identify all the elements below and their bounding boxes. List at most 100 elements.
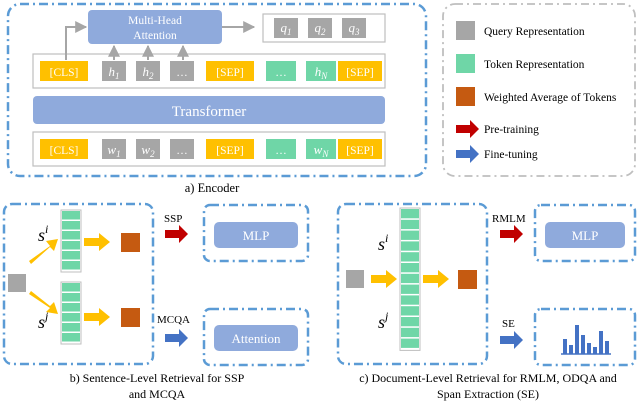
attention-label-line2: Attention	[133, 30, 177, 42]
span-icon-bar	[575, 325, 579, 354]
document-mlp-box	[545, 222, 625, 248]
query-cell	[274, 18, 298, 38]
input-row-token-0: [CLS]	[40, 139, 88, 159]
legend: Query Representation Token Representatio…	[456, 21, 617, 163]
sentence-mlp-panel-border	[202, 203, 310, 263]
hidden-row-token-2: h2	[136, 61, 160, 81]
sentence-panel-border	[2, 202, 155, 366]
sentence-query-up-arrow-icon	[29, 239, 58, 264]
token-column-cell	[62, 221, 80, 230]
token-label: h2	[143, 64, 155, 81]
token-label: [SEP]	[346, 145, 373, 157]
sentence-lower-weighted-average	[121, 308, 140, 327]
sentence-mcqa-blue-arrow-icon	[165, 329, 188, 347]
token-label: [CLS]	[50, 67, 79, 79]
token-label: …	[176, 67, 188, 79]
sentence-attention-label: Attention	[231, 331, 281, 346]
token-cell	[102, 139, 126, 159]
token-column-cell	[401, 327, 419, 338]
document-query-yellow-arrow-icon	[371, 270, 397, 288]
sentence-ssp-label: SSP	[164, 213, 182, 225]
document-si-label: si	[378, 231, 388, 254]
token-cell	[266, 61, 296, 81]
sentence-attention-box	[214, 325, 298, 351]
document-caption-line2: Span Extraction (SE)	[437, 387, 539, 401]
token-column-border	[60, 281, 82, 345]
token-label: hN	[315, 64, 329, 81]
sentence-caption-line2: and MCQA	[129, 387, 186, 401]
span-icon-bar	[587, 343, 591, 354]
token-column-cell	[62, 323, 80, 332]
token-cell	[206, 61, 254, 81]
token-column-cell	[401, 338, 419, 348]
legend-blue-arrow-icon	[456, 145, 479, 163]
document-mlp-panel-border	[533, 203, 637, 263]
hidden-row-token-0: [CLS]	[40, 61, 88, 81]
legend-gray-square	[456, 21, 475, 40]
document-se-blue-arrow-icon	[500, 331, 523, 349]
sentence-query-square	[8, 274, 26, 292]
token-cell	[206, 139, 254, 159]
query-label: q3	[349, 20, 361, 37]
token-label: wN	[314, 142, 330, 159]
token-column-cell	[401, 230, 419, 240]
hidden-row-token-7: [SEP]	[338, 61, 382, 81]
legend-orange-square	[456, 87, 475, 106]
legend-green-square	[456, 54, 475, 73]
token-cell	[306, 139, 336, 159]
transformer-bar	[33, 96, 385, 124]
sentence-query-down-arrow-icon	[29, 291, 58, 314]
token-label: …	[275, 145, 287, 157]
token-column-cell	[62, 313, 80, 322]
legend-label-pretraining: Pre-training	[484, 124, 539, 136]
hidden-row-token-3: …	[170, 61, 194, 81]
token-cell	[266, 139, 296, 159]
sentence-mlp-box	[214, 222, 298, 248]
token-label: …	[275, 67, 287, 79]
sentence-sj-label: sj	[38, 309, 49, 332]
token-cell	[40, 61, 88, 81]
token-column-cell	[401, 295, 419, 305]
sentence-attention-panel-border	[202, 307, 310, 367]
document-query-square	[346, 270, 364, 288]
token-column-cell	[62, 261, 80, 270]
token-label: [SEP]	[346, 67, 373, 79]
sentence-lower-yellow-arrow-icon	[84, 308, 110, 326]
document-caption-line1: c) Document-Level Retrieval for RMLM, OD…	[359, 371, 617, 385]
token-column-cell	[401, 306, 419, 316]
token-column-cell	[62, 293, 80, 302]
document-se-label: SE	[502, 318, 515, 330]
legend-label-finetuning: Fine-tuning	[484, 149, 538, 161]
token-column-cell	[401, 273, 419, 284]
token-cell	[136, 139, 160, 159]
query-cell	[342, 18, 366, 38]
hidden-row-border	[32, 53, 386, 89]
legend-label-token: Token Representation	[484, 59, 585, 71]
document-weighted-average	[458, 270, 477, 289]
span-icon-bar	[599, 331, 603, 354]
document-token-column	[399, 207, 421, 351]
sentence-ssp-red-arrow-icon	[165, 225, 188, 243]
token-label: w1	[107, 142, 120, 159]
input-row-token-1: w1	[102, 139, 126, 159]
document-panel-border	[336, 202, 489, 366]
multi-head-attention-box	[88, 10, 222, 44]
span-icon-bar	[569, 345, 573, 354]
sentence-lower-token-column	[60, 281, 82, 345]
token-cell	[136, 61, 160, 81]
token-label: w2	[141, 142, 155, 159]
token-column-cell	[62, 231, 80, 240]
cls-to-attention-arrow	[65, 21, 88, 60]
token-cell	[170, 139, 194, 159]
sentence-caption-line1: b) Sentence-Level Retrieval for SSP	[70, 371, 245, 385]
token-cell	[338, 61, 382, 81]
legend-red-arrow-icon	[456, 120, 479, 138]
legend-label-weighted: Weighted Average of Tokens	[484, 92, 617, 104]
token-column-border	[60, 209, 82, 273]
sentence-si-label: si	[38, 222, 48, 245]
token-cell	[102, 61, 126, 81]
token-column-cell	[401, 241, 419, 251]
document-mlp-label: MLP	[572, 228, 599, 243]
